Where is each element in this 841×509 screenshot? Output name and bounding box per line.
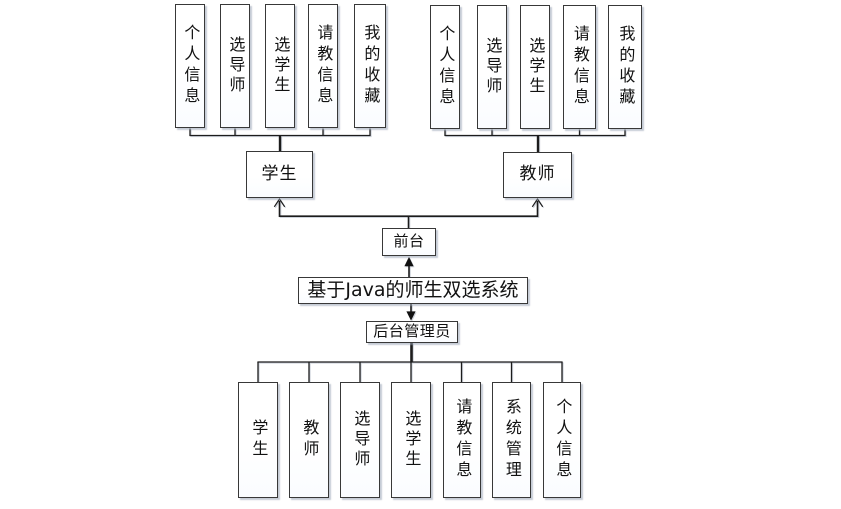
admin-feature-personal-info: 个人信息: [543, 382, 581, 498]
node-student: 学生: [246, 151, 313, 198]
admin-features-connector: [257, 361, 563, 383]
admin-feature-choose-advisor: 选导师: [340, 382, 380, 498]
node-root-system-title: 基于Java的师生双选系统: [298, 277, 528, 304]
admin-feature-teacher: 教师: [289, 382, 329, 498]
node-backend-admin: 后台管理员: [366, 321, 458, 343]
teacher-features-connector: [444, 129, 626, 137]
arrow-to-student: [273, 197, 286, 208]
teacher-feature-favorites: 我的收藏: [608, 5, 642, 129]
arrow-to-teacher: [531, 197, 544, 208]
teacher-feature-personal-info: 个人信息: [430, 5, 460, 129]
admin-feature-consult-info: 请教信息: [443, 382, 481, 498]
student-feature-personal-info: 个人信息: [175, 4, 205, 128]
student-feature-choose-advisor: 选导师: [220, 4, 250, 128]
node-frontend: 前台: [382, 228, 436, 256]
admin-feature-student: 学生: [238, 382, 278, 498]
student-feature-choose-student: 选学生: [265, 4, 295, 128]
student-features-connector: [189, 128, 371, 137]
admin-feature-choose-student: 选学生: [391, 382, 431, 498]
teacher-feature-choose-student: 选学生: [520, 5, 550, 129]
student-feature-favorites: 我的收藏: [354, 4, 386, 128]
frontend-branch-connector: [278, 201, 539, 229]
node-teacher: 教师: [503, 152, 572, 198]
teacher-feature-consult-info: 请教信息: [563, 5, 596, 129]
admin-feature-system-management: 系统管理: [492, 382, 531, 498]
student-feature-consult-info: 请教信息: [308, 4, 338, 128]
arrow-to-frontend: [404, 256, 414, 267]
teacher-feature-choose-advisor: 选导师: [477, 5, 507, 129]
arrow-to-backend-admin: [406, 311, 416, 321]
